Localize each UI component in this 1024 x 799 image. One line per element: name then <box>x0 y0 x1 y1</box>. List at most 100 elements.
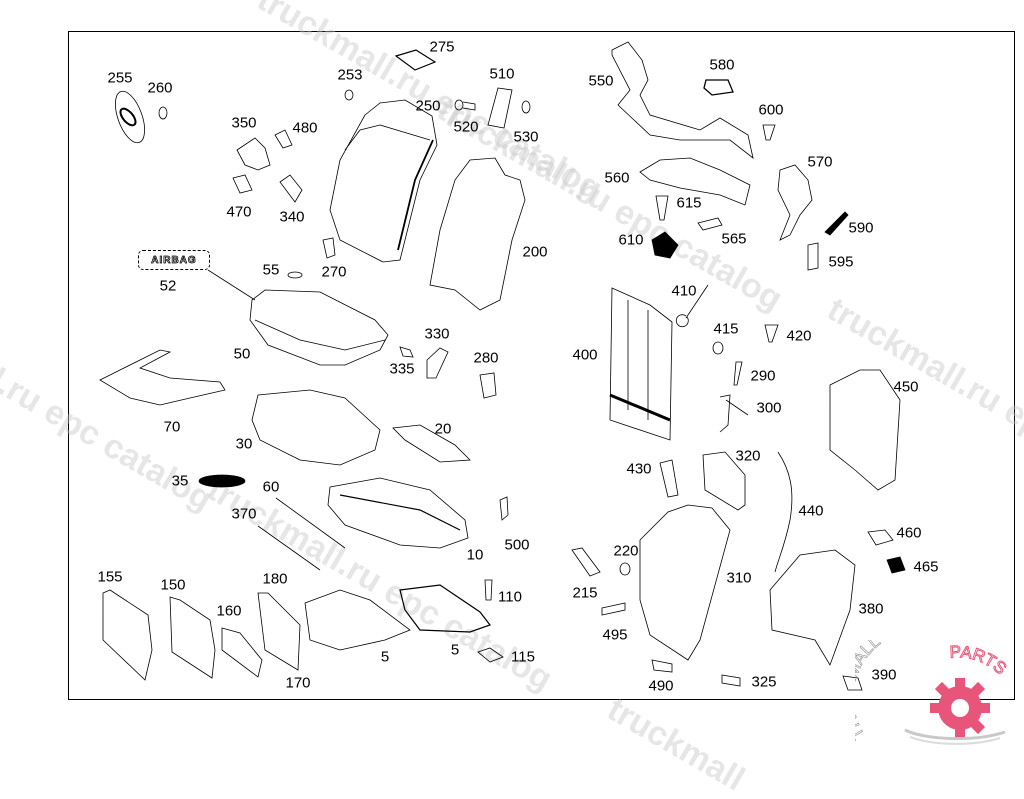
part-530-cap <box>522 101 530 113</box>
part-465-connector <box>887 557 905 573</box>
part-30-foam <box>252 390 380 465</box>
callout-560[interactable]: 560 <box>604 171 629 186</box>
callout-450[interactable]: 450 <box>893 380 918 395</box>
part-460-module <box>868 530 893 545</box>
part-310-backrest-frame <box>640 505 730 660</box>
callout-170[interactable]: 170 <box>285 676 310 691</box>
callout-500[interactable]: 500 <box>504 538 529 553</box>
callout-465[interactable]: 465 <box>913 560 938 575</box>
part-270-cover <box>323 238 335 258</box>
callout-52[interactable]: 52 <box>160 279 177 294</box>
part-330-lever <box>427 348 448 378</box>
part-510-panel <box>488 88 512 128</box>
callout-200[interactable]: 200 <box>522 245 547 260</box>
part-440-cable <box>775 452 792 572</box>
callout-55[interactable]: 55 <box>263 263 280 278</box>
part-170-mechanism <box>258 593 300 670</box>
callout-495[interactable]: 495 <box>602 628 627 643</box>
part-160-cover <box>222 628 262 677</box>
callout-255[interactable]: 255 <box>107 71 132 86</box>
part-70-heating-mat <box>100 350 225 405</box>
part-480-clip <box>275 130 292 148</box>
part-150-plate <box>170 597 215 678</box>
callout-310[interactable]: 310 <box>726 571 751 586</box>
callout-340[interactable]: 340 <box>279 210 304 225</box>
callout-5a[interactable]: 5 <box>381 650 389 665</box>
callout-460[interactable]: 460 <box>896 526 921 541</box>
part-615-clip <box>656 196 668 220</box>
callout-30[interactable]: 30 <box>236 437 253 452</box>
callout-330[interactable]: 330 <box>424 327 449 342</box>
callout-470[interactable]: 470 <box>226 205 251 220</box>
callout-380[interactable]: 380 <box>858 602 883 617</box>
part-495-bolt <box>602 603 625 615</box>
callout-270[interactable]: 270 <box>321 265 346 280</box>
part-52-leader <box>208 270 255 300</box>
part-430-bracket <box>660 460 678 497</box>
callout-253[interactable]: 253 <box>337 68 362 83</box>
part-280-switch <box>480 373 496 398</box>
callout-565[interactable]: 565 <box>721 232 746 247</box>
callout-150[interactable]: 150 <box>160 578 185 593</box>
callout-260[interactable]: 260 <box>147 81 172 96</box>
callout-420[interactable]: 420 <box>786 329 811 344</box>
callout-590[interactable]: 590 <box>848 221 873 236</box>
callout-320[interactable]: 320 <box>735 449 760 464</box>
part-325-bolt <box>722 675 740 686</box>
callout-530[interactable]: 530 <box>513 130 538 145</box>
callout-155[interactable]: 155 <box>97 570 122 585</box>
callout-410[interactable]: 410 <box>671 284 696 299</box>
callout-610[interactable]: 610 <box>618 233 643 248</box>
callout-600[interactable]: 600 <box>758 103 783 118</box>
callout-250[interactable]: 250 <box>415 99 440 114</box>
callout-110[interactable]: 110 <box>498 590 522 605</box>
callout-510[interactable]: 510 <box>489 67 514 82</box>
callout-440[interactable]: 440 <box>798 504 823 519</box>
callout-300[interactable]: 300 <box>756 401 781 416</box>
callout-160[interactable]: 160 <box>216 604 241 619</box>
callout-520[interactable]: 520 <box>453 120 478 135</box>
callout-370[interactable]: 370 <box>231 507 256 522</box>
callout-595[interactable]: 595 <box>828 255 853 270</box>
callout-550[interactable]: 550 <box>588 74 613 89</box>
part-565-clip <box>698 218 722 230</box>
callout-115[interactable]: 115 <box>511 650 535 665</box>
callout-335[interactable]: 335 <box>389 362 414 377</box>
callout-70[interactable]: 70 <box>164 420 181 435</box>
callout-290[interactable]: 290 <box>750 369 775 384</box>
callout-20[interactable]: 20 <box>435 422 452 437</box>
part-5a-adjuster <box>305 590 410 650</box>
part-55-grommet <box>288 272 302 278</box>
callout-415[interactable]: 415 <box>713 322 738 337</box>
callout-350[interactable]: 350 <box>231 116 256 131</box>
part-35-pad <box>199 475 245 487</box>
part-220-cap <box>620 563 630 575</box>
part-300-cable <box>720 395 748 432</box>
callout-35[interactable]: 35 <box>172 474 189 489</box>
part-10-seat-frame <box>328 478 468 548</box>
callout-430[interactable]: 430 <box>626 462 651 477</box>
callout-215[interactable]: 215 <box>572 586 597 601</box>
part-610-bracket <box>652 232 678 258</box>
callout-400[interactable]: 400 <box>572 348 597 363</box>
callout-275[interactable]: 275 <box>429 40 454 55</box>
callout-280[interactable]: 280 <box>473 351 498 366</box>
callout-5b[interactable]: 5 <box>451 643 459 658</box>
callout-220[interactable]: 220 <box>613 544 638 559</box>
part-450-lumbar <box>830 370 900 490</box>
callout-180[interactable]: 180 <box>262 572 287 587</box>
callout-60[interactable]: 60 <box>263 480 280 495</box>
part-335-screw <box>400 347 413 357</box>
callout-480[interactable]: 480 <box>292 121 317 136</box>
callout-570[interactable]: 570 <box>807 155 832 170</box>
callout-580[interactable]: 580 <box>709 58 734 73</box>
part-255-disc <box>109 88 150 147</box>
part-415-knob <box>713 342 723 354</box>
callout-50[interactable]: 50 <box>234 347 251 362</box>
callout-490[interactable]: 490 <box>648 679 673 694</box>
callout-325[interactable]: 325 <box>751 675 776 690</box>
part-200-back-panel <box>430 158 525 310</box>
part-350-handle <box>237 138 270 170</box>
callout-615[interactable]: 615 <box>676 196 701 211</box>
callout-10[interactable]: 10 <box>467 548 484 563</box>
